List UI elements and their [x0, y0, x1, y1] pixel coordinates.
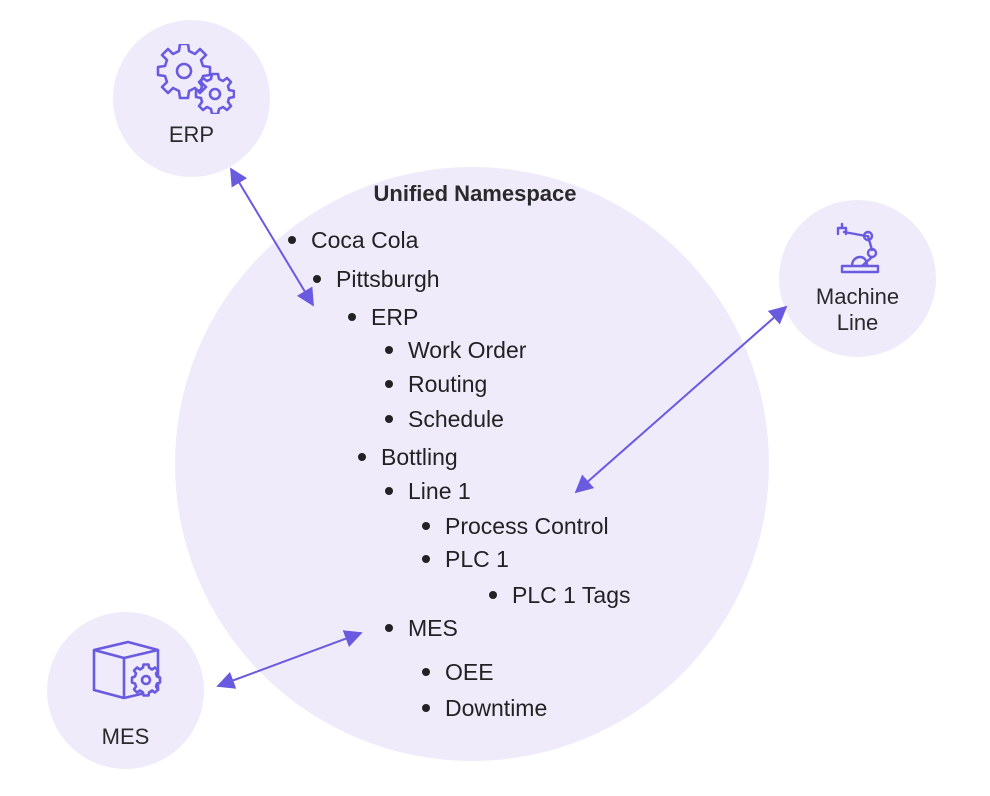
namespace-title: Unified Namespace — [373, 181, 577, 206]
tree-item-process-control: Process Control — [422, 512, 609, 540]
tree-item-mes: MES — [385, 614, 458, 642]
tree-item-schedule: Schedule — [385, 405, 504, 433]
tree-item-work-order: Work Order — [385, 336, 526, 364]
machine-line-label-line2: Line — [836, 310, 879, 335]
robot-arm-icon — [830, 220, 886, 281]
machine-line-label-line1: Machine — [815, 284, 900, 309]
tree-item-bottling: Bottling — [358, 443, 458, 471]
tree-item-plc-1-tags: PLC 1 Tags — [489, 581, 630, 609]
tree-item-coca-cola: Coca Cola — [288, 226, 418, 254]
tree-item-downtime: Downtime — [422, 694, 547, 722]
mes-node-label: MES — [101, 724, 150, 749]
erp-node-label: ERP — [168, 122, 215, 147]
machine-line-node-label: Machine Line — [779, 284, 936, 336]
machine-line-node-circle — [779, 200, 936, 357]
box-gear-icon — [88, 636, 168, 711]
gears-icon — [155, 42, 236, 119]
tree-item-erp: ERP — [348, 303, 418, 331]
tree-item-plc-1: PLC 1 — [422, 545, 509, 573]
mes-node-circle — [47, 612, 204, 769]
tree-item-pittsburgh: Pittsburgh — [313, 265, 440, 293]
tree-item-routing: Routing — [385, 370, 487, 398]
tree-item-line-1: Line 1 — [385, 477, 471, 505]
erp-node-circle — [113, 20, 270, 177]
tree-item-oee: OEE — [422, 658, 494, 686]
